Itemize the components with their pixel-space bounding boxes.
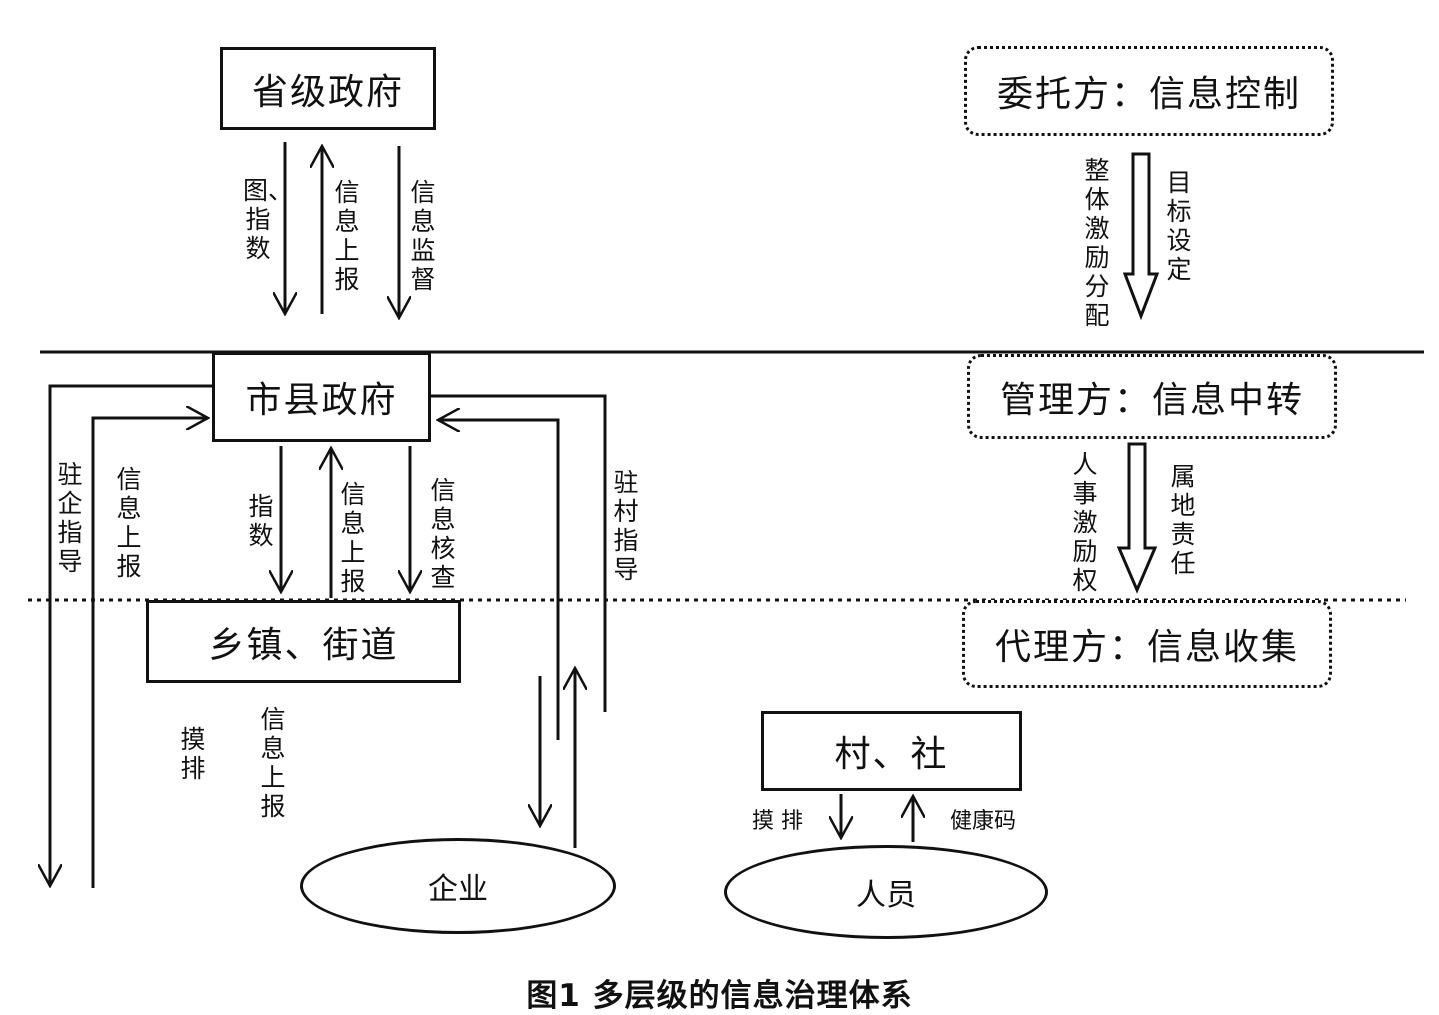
- hollow-arrow-manager-agent: [1116, 442, 1158, 594]
- label-station-village: 驻村指导: [613, 468, 639, 584]
- label-prov-down-supervise: 信息监督: [410, 178, 436, 294]
- label-personnel-incentive: 人事激励权: [1072, 450, 1098, 595]
- label-prov-down-tu: 图、指数: [243, 176, 294, 263]
- label-village-screen: 摸 排: [752, 809, 803, 834]
- label-territorial-duty: 属地责任: [1170, 462, 1196, 578]
- label-goal-setting: 目标设定: [1166, 168, 1192, 284]
- node-personnel: 人员: [724, 845, 1048, 939]
- label-station-enterprise: 驻企指导: [57, 460, 83, 576]
- arrow-right-report-to-city: [438, 420, 560, 740]
- node-village: 村、社: [761, 711, 1022, 791]
- label-township-screen: 摸排: [180, 725, 206, 783]
- figure-caption: 图1 多层级的信息治理体系: [526, 978, 913, 1014]
- hollow-arrow-principal-manager: [1122, 152, 1160, 321]
- label-city-up-report: 信息上报: [340, 480, 366, 596]
- label-township-report: 信息上报: [260, 705, 286, 821]
- node-enterprise: 企业: [300, 838, 616, 934]
- arrow-enterprise-report: [91, 418, 208, 888]
- role-manager: 管理方：信息中转: [967, 354, 1337, 439]
- label-health-code: 健康码: [950, 809, 1017, 834]
- node-township: 乡镇、街道: [146, 600, 461, 683]
- label-city-down-verify: 信息核查: [430, 476, 456, 592]
- node-city-county: 市县政府: [212, 352, 431, 442]
- arrow-station-village: [430, 394, 607, 712]
- role-agent: 代理方：信息收集: [962, 600, 1332, 688]
- role-principal: 委托方：信息控制: [964, 46, 1334, 136]
- node-province: 省级政府: [220, 47, 436, 130]
- label-city-down-index: 指数: [248, 492, 274, 550]
- label-prov-up-report: 信息上报: [334, 178, 360, 294]
- label-enterprise-report: 信息上报: [116, 465, 142, 581]
- label-overall-incentive: 整体激励分配: [1084, 156, 1110, 330]
- arrow-station-enterprise: [50, 384, 213, 886]
